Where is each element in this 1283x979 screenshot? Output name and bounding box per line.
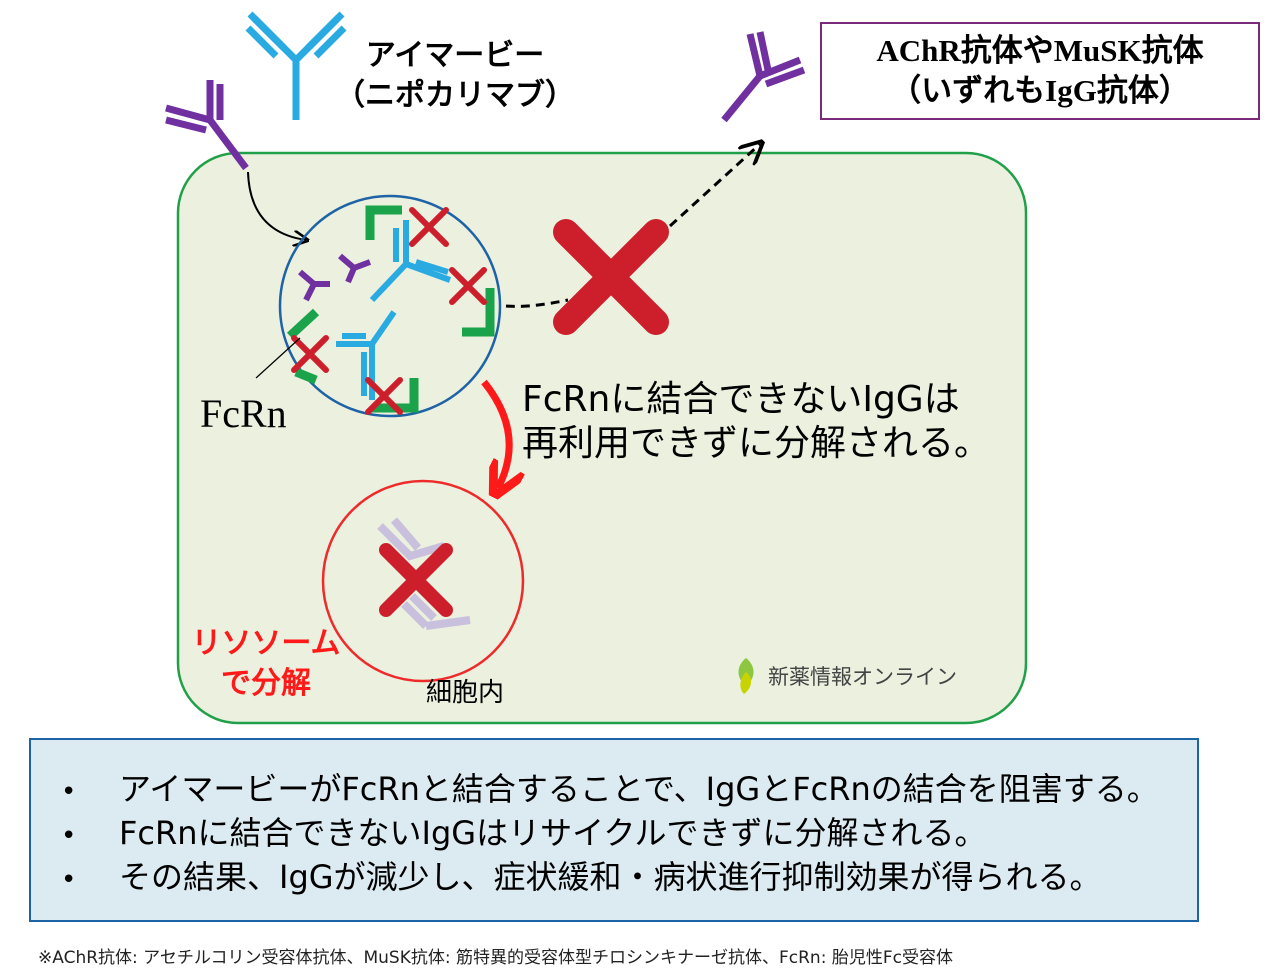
blocked-cross-icon — [291, 207, 487, 415]
autoantibody-line2: （いずれもIgG抗体） — [890, 73, 1190, 108]
igg-autoantibody-entering-icon — [165, 80, 249, 171]
summary-text: FcRnに結合できないIgGはリサイクルできずに分解される。 — [119, 814, 987, 852]
drug-name: アイマービー — [365, 38, 545, 73]
site-logo: 新薬情報オンライン — [732, 656, 957, 696]
autoantibody-line1: AChR抗体やMuSK抗体 — [876, 33, 1204, 68]
degradation-cross-icon — [379, 543, 453, 617]
intracellular-label: 細胞内 — [426, 678, 505, 708]
nipocalimab-antibody-icon — [245, 11, 347, 120]
mechanism-line2: 再利用できずに分解される。 — [522, 423, 991, 464]
bullet-icon: • — [61, 865, 77, 895]
logo-text: 新薬情報オンライン — [768, 665, 957, 689]
exit-dashed-arrow — [668, 144, 760, 228]
nipocalimab-bound-icon — [336, 220, 452, 400]
igg-autoantibody-exiting-icon — [721, 31, 806, 123]
fcrn-label: FcRn — [200, 391, 287, 436]
fcrn-pointer-line — [255, 337, 301, 379]
footnote: ※AChR抗体: アセチルコリン受容体抗体、MuSK抗体: 筋特異的受容体型チロ… — [38, 948, 953, 968]
cell-body — [176, 151, 1028, 725]
summary-text: その結果、IgGが減少し、症状緩和・病状進行抑制効果が得られる。 — [119, 858, 1102, 896]
summary-item: • アイマービーがFcRnと結合することで、IgGとFcRnの結合を阻害する。 — [61, 764, 1177, 808]
recycling-blocked-cross-icon — [553, 219, 669, 335]
lysosome — [321, 479, 525, 683]
igg-inside-endosome-icon — [298, 253, 372, 302]
leaf-logo-icon — [738, 658, 754, 694]
lysosome-label: リソソーム で分解 — [186, 624, 346, 704]
mechanism-text: FcRnに結合できないIgGは 再利用できずに分解される。 — [522, 378, 1022, 466]
uptake-arrow — [247, 171, 306, 240]
summary-item: • FcRnに結合できないIgGはリサイクルできずに分解される。 — [61, 808, 1177, 852]
summary-box: • アイマービーがFcRnと結合することで、IgGとFcRnの結合を阻害する。 … — [29, 738, 1199, 922]
lysosome-line1: リソソーム — [191, 626, 341, 661]
bullet-icon: • — [61, 777, 77, 807]
lysosome-line2: で分解 — [221, 666, 311, 701]
fcrn-receptor-icon — [286, 205, 495, 413]
summary-text: アイマービーがFcRnと結合することで、IgGとFcRnの結合を阻害する。 — [119, 770, 1159, 808]
autoantibody-label-box: AChR抗体やMuSK抗体 （いずれもIgG抗体） — [820, 22, 1260, 120]
summary-item: • その結果、IgGが減少し、症状緩和・病状進行抑制効果が得られる。 — [61, 852, 1177, 896]
drug-name-label: アイマービー （ニポカリマブ） — [330, 36, 580, 116]
drug-generic-name: （ニポカリマブ） — [335, 78, 575, 113]
degraded-igg-icon — [377, 517, 471, 630]
recycling-dashed-path — [505, 298, 569, 308]
bullet-icon: • — [61, 821, 77, 851]
degradation-arrow — [481, 379, 509, 488]
endosome — [278, 194, 502, 418]
mechanism-line1: FcRnに結合できないIgGは — [522, 379, 960, 420]
